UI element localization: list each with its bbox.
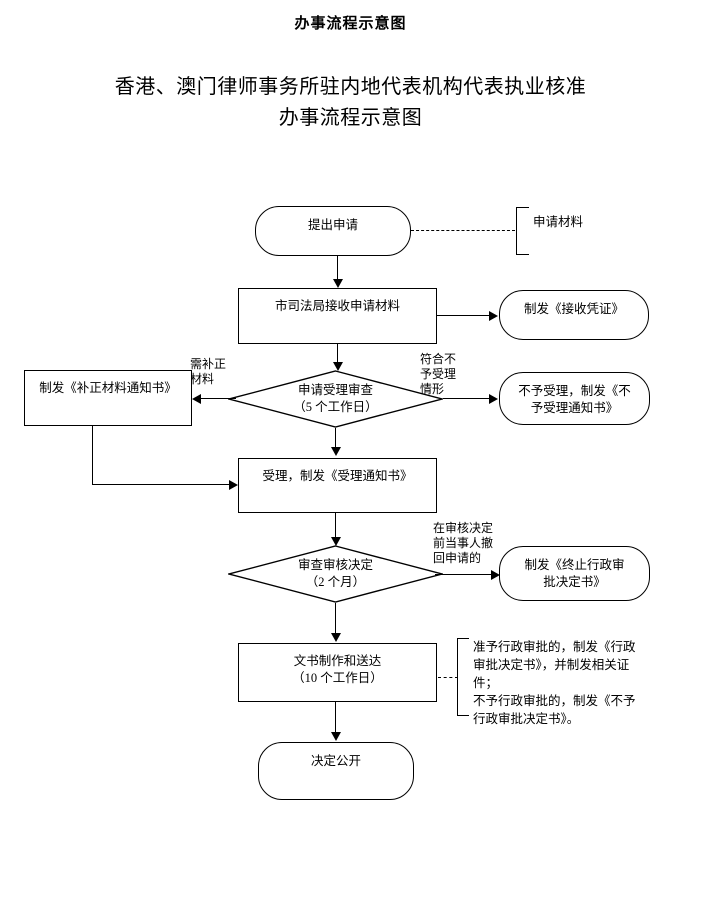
edge-bureau-to-review-arrow (332, 362, 343, 371)
edge-label-need-correction: 需补正 材料 (190, 357, 227, 386)
edge-label-meets-rejection: 符合不 予受理 情形 (420, 352, 457, 396)
edge-doc-to-public-line (335, 702, 337, 734)
edge-bureau-to-receipt-line (437, 315, 493, 317)
edge-review-to-reject-arrow (489, 394, 498, 404)
edge-examine-to-doc-arrow (330, 633, 341, 642)
edge-examine-to-terminate-arrow (491, 570, 500, 580)
edge-bureau-to-receipt-arrow (489, 311, 498, 321)
edge-correction-to-accept-arrow (229, 480, 238, 490)
edge-review-to-accept-arrow (330, 447, 341, 456)
document-header-title: 办事流程示意图 (294, 15, 407, 32)
node-issue-correction-notice-label: 制发《补正材料通知书》 (39, 381, 177, 395)
edge-submit-to-bureau-arrow (332, 279, 343, 288)
edge-examine-to-terminate-line (435, 574, 495, 576)
node-not-accepted-line-2: 予受理通知书》 (530, 401, 619, 415)
node-document-production[interactable]: 文书制作和送达 （10 个工作日） (238, 643, 437, 702)
node-accept-notice[interactable]: 受理，制发《受理通知书》 (238, 458, 437, 513)
node-bureau-receive[interactable]: 市司法局接收申请材料 (238, 288, 437, 344)
node-review-acceptance-line-2: （5 个工作日） (293, 400, 378, 414)
node-not-accepted-line-1: 不予受理，制发《不 (518, 384, 631, 398)
edge-correction-to-accept-hline (92, 484, 232, 486)
node-document-production-label: 文书制作和送达 （10 个工作日） (239, 644, 436, 687)
node-not-accepted[interactable]: 不予受理，制发《不 予受理通知书》 (499, 372, 650, 425)
node-issue-receipt[interactable]: 制发《接收凭证》 (499, 290, 649, 340)
diamond-shape-examine (228, 545, 443, 603)
edge-bureau-to-review-line (337, 344, 339, 365)
note-application-materials: 申请材料 (533, 215, 584, 229)
main-title-line-2: 办事流程示意图 (278, 107, 423, 129)
node-submit-application-label: 提出申请 (307, 218, 358, 232)
node-terminate-decision-line-1: 制发《终止行政审 (524, 558, 625, 572)
edge-correction-to-accept-vline (92, 426, 94, 485)
node-terminate-decision-line-2: 批决定书》 (543, 575, 606, 589)
edge-review-to-correction-line (201, 398, 236, 400)
node-review-acceptance-line-1: 申请受理审查 (297, 383, 373, 397)
node-document-production-line-1: 文书制作和送达 (293, 654, 382, 668)
main-title-line-1: 香港、澳门律师事务所驻内地代表机构代表执业核准 (114, 76, 587, 98)
edge-accept-to-examine-line (335, 513, 337, 539)
node-review-acceptance-label: 申请受理审查 （5 个工作日） (228, 370, 443, 428)
edge-label-withdrawn: 在审核决定 前当事人撤 回申请的 (433, 521, 494, 565)
node-issue-receipt-label: 制发《接收凭证》 (523, 302, 624, 316)
edge-examine-to-doc-line (335, 603, 337, 635)
edge-submit-to-materials (411, 230, 515, 231)
node-decision-public-label: 决定公开 (310, 754, 361, 768)
note-approval-outcomes: 准予行政审批的，制发《行政 审批决定书》，并制发相关证 件； 不予行政审批的，制… (473, 640, 636, 726)
diamond-shape-review (228, 370, 443, 428)
node-terminate-decision-label: 制发《终止行政审 批决定书》 (500, 547, 649, 591)
edge-doc-to-public-arrow (330, 732, 341, 741)
node-submit-application[interactable]: 提出申请 (255, 206, 411, 256)
node-terminate-decision[interactable]: 制发《终止行政审 批决定书》 (499, 546, 650, 601)
node-issue-correction-notice[interactable]: 制发《补正材料通知书》 (24, 370, 192, 426)
node-examine-decide-line-2: （2 个月） (305, 575, 366, 589)
edge-accept-to-examine-arrow (330, 537, 341, 546)
node-not-accepted-label: 不予受理，制发《不 予受理通知书》 (500, 373, 649, 417)
node-examine-decide[interactable]: 审查审核决定 （2 个月） (228, 545, 443, 603)
node-bureau-receive-label: 市司法局接收申请材料 (274, 299, 400, 313)
edge-doc-to-note (438, 677, 458, 678)
edge-review-to-accept-line (335, 428, 337, 449)
bracket-bottom-note (457, 638, 469, 716)
edge-review-to-reject-line (443, 398, 493, 400)
node-accept-notice-label: 受理，制发《受理通知书》 (262, 469, 413, 483)
edge-review-to-correction-arrow (192, 394, 201, 404)
page-title: 香港、澳门律师事务所驻内地代表机构代表执业核准 办事流程示意图 (0, 72, 701, 134)
node-examine-decide-label: 审查审核决定 （2 个月） (228, 545, 443, 603)
node-examine-decide-line-1: 审查审核决定 (297, 558, 373, 572)
node-document-production-line-2: （10 个工作日） (292, 671, 383, 685)
node-decision-public[interactable]: 决定公开 (258, 742, 414, 800)
bracket-application-materials (516, 207, 529, 255)
edge-submit-to-bureau-line (337, 256, 339, 280)
node-review-acceptance[interactable]: 申请受理审查 （5 个工作日） (228, 370, 443, 428)
